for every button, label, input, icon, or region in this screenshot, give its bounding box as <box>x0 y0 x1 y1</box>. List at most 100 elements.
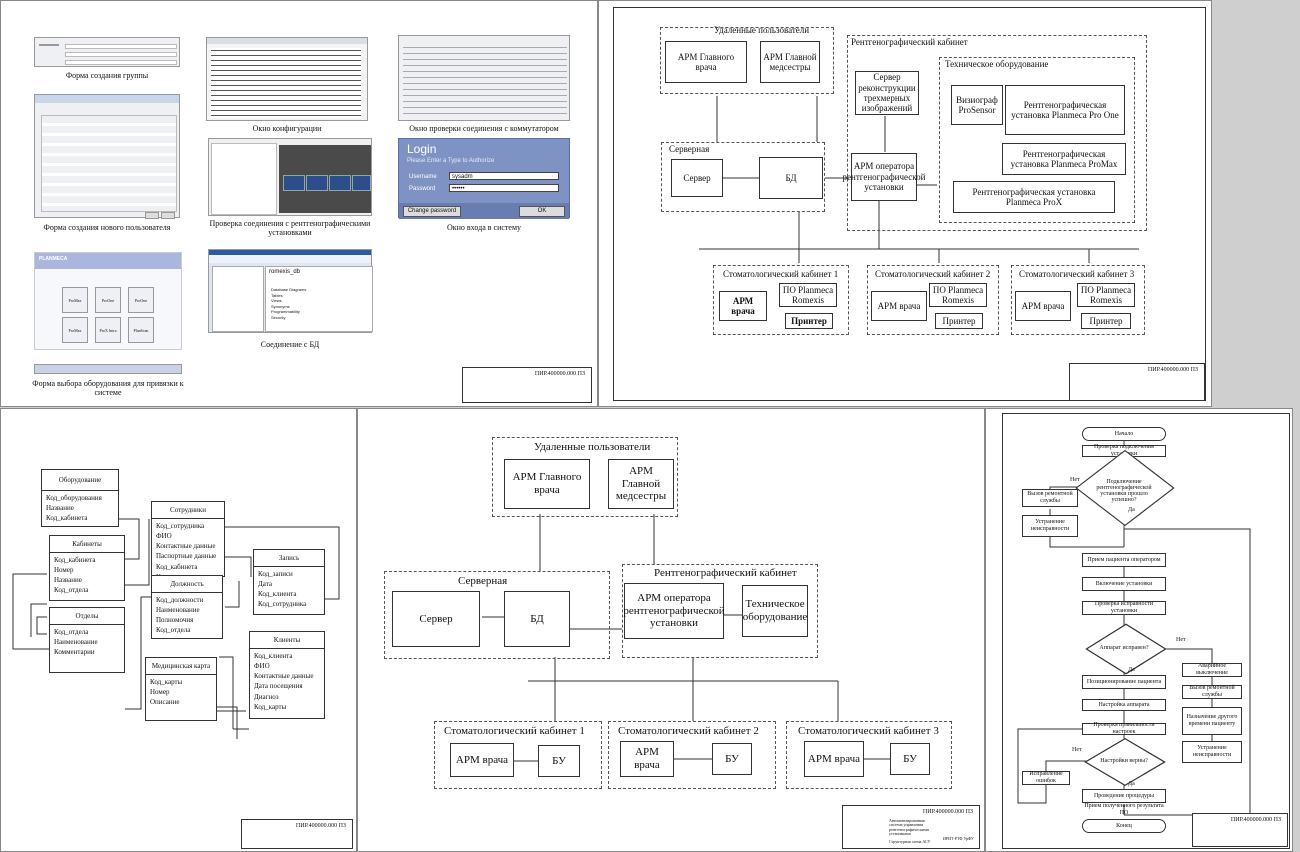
equipment-tile-4[interactable]: ProMax <box>62 317 88 343</box>
group-form-screenshot <box>34 37 180 67</box>
cabinet-2-group <box>608 721 776 789</box>
cabinet-1-printer: Принтер <box>785 313 833 329</box>
visiograph-node: Визиограф ProSensor <box>951 85 1003 125</box>
cabinet-1-arm: АРМ врача <box>719 291 767 321</box>
equipment-tile-5[interactable]: ProX Intra <box>95 317 121 343</box>
cabinet-3-arm: АРМ врача <box>804 741 864 777</box>
equipment-tile-2[interactable]: ProOne <box>95 287 121 313</box>
username-input[interactable]: sysadm <box>449 172 559 180</box>
cabinet-1-software: ПО Planmeca Romexis <box>779 283 837 307</box>
server-node: Сервер <box>392 591 480 647</box>
password-input[interactable]: •••••• <box>449 184 559 192</box>
db-folder[interactable]: Synonyms <box>271 303 290 309</box>
entity-field: Номер <box>54 566 74 575</box>
tech-equipment-group <box>939 57 1135 223</box>
arm-chief-nurse-node: АРМ Главной медсестры <box>608 459 674 509</box>
entity-equipment: Оборудование Код_оборудования Название К… <box>41 469 119 527</box>
tech-equipment-label: Техническое оборудование <box>945 59 1049 69</box>
title-block-code: ПИР.400000.000 ПЗ <box>1147 367 1198 373</box>
entity-departments: Отделы Код_отдела Наименование Комментар… <box>49 607 125 673</box>
entity-field: Диагноз <box>254 692 279 701</box>
cabinet-3-bu: БУ <box>890 743 930 775</box>
entity-employees: Сотрудники Код_сотрудника ФИО Контактные… <box>151 501 225 581</box>
config-window-screenshot <box>206 37 368 121</box>
entity-field: Название <box>54 576 82 585</box>
arm-operator-node: АРМ оператора рентгенографической устано… <box>623 583 725 639</box>
db-folder[interactable]: Programmability <box>271 309 300 314</box>
cabinet-2-title: Стоматологический кабинет 2 <box>875 269 991 279</box>
flow-set-apparatus: Настройка аппарата <box>1082 699 1166 711</box>
caption-group-form: Форма создания группы <box>65 71 149 80</box>
flow-start: Начало <box>1082 427 1166 441</box>
label-yes: Да <box>1128 667 1135 673</box>
entity-field: Код_записи <box>258 570 293 578</box>
cabinet-1-title: Стоматологический кабинет 1 <box>444 725 585 737</box>
server-room-label: Серверная <box>669 144 710 154</box>
remote-users-group <box>492 437 678 517</box>
db-folder[interactable]: Security <box>271 314 286 320</box>
equipment-tile-1[interactable]: ProMax <box>62 287 88 313</box>
entity-field: Код_отдела <box>54 628 89 636</box>
entity-field: Контактные данные <box>156 542 216 551</box>
ok-button[interactable]: OK <box>519 206 565 217</box>
db-folder[interactable]: Views <box>271 298 282 303</box>
entity-field: Код_оборудования <box>46 494 102 502</box>
entity-cabinets: Кабинеты Код_кабинета Номер Название Код… <box>49 535 125 601</box>
cabinet-3-title: Стоматологический кабинет 3 <box>798 725 939 737</box>
connector-lines <box>482 514 890 762</box>
entity-field: Код_сотрудника <box>258 600 307 609</box>
entity-title: Отделы <box>50 608 124 625</box>
flow-call-repair: Вызов ремонтной службы <box>1022 489 1078 507</box>
cabinet-3-software: ПО Planmeca Romexis <box>1077 283 1135 307</box>
flow-turn-on: Включение установки <box>1082 577 1166 591</box>
entity-field: Код_отдела <box>156 626 191 635</box>
caption-config-window: Окно конфигурации <box>252 124 322 133</box>
recon-server-node: Сервер реконструкции трехмерных изображе… <box>855 71 919 115</box>
xray-office-group <box>847 35 1147 231</box>
title-block: ПИР.400000.000 ПЗ <box>1192 813 1288 847</box>
db-node: БД <box>504 591 570 647</box>
equipment-tile-6[interactable]: PlanScan <box>128 317 154 343</box>
switch-check-screenshot <box>398 35 570 121</box>
entity-field: Наименование <box>156 606 200 615</box>
entity-title: Запись <box>254 550 324 567</box>
password-label: Password <box>409 186 436 192</box>
remote-users-label: Удаленные пользователи <box>714 25 810 35</box>
cabinet-2-group <box>867 265 999 335</box>
title-block: ПИР.400000.000 ПЗ <box>462 367 592 403</box>
cabinet-1-group <box>434 721 602 789</box>
db-folder[interactable]: Tables <box>271 292 283 298</box>
flow-accept-patient: Прием пациента оператором <box>1082 553 1166 567</box>
entity-field: Код_карты <box>150 678 183 686</box>
caption-xray-check: Проверка соединения с рентгенографически… <box>209 219 371 237</box>
cabinet-1-arm: АРМ врача <box>450 743 514 777</box>
cabinet-3-group <box>1011 265 1145 335</box>
caption-user-form: Форма создания нового пользователя <box>43 223 171 232</box>
server-node: Сервер <box>671 159 723 197</box>
caption-login-window: Окно входа в систему <box>446 223 522 232</box>
entity-title: Оборудование <box>42 470 118 491</box>
entity-field: Код_клиента <box>258 590 297 599</box>
cabinet-2-arm: АРМ врача <box>620 741 674 777</box>
cabinet-1-title: Стоматологический кабинет 1 <box>723 269 839 279</box>
caption-equipment-choice: Форма выбора оборудования для привязки к… <box>32 379 184 397</box>
planmeca-brand: PLANMECA <box>39 256 68 262</box>
login-window-screenshot: Login Please Enter a Type to Authorize U… <box>398 138 570 219</box>
entity-field: Код_карты <box>254 702 287 711</box>
db-node: БД <box>759 157 823 199</box>
db-folder[interactable]: Database Diagrams <box>271 287 307 292</box>
equipment-tile-3[interactable]: ProOne <box>128 287 154 313</box>
server-room-group <box>384 571 610 659</box>
login-title: Login <box>407 142 437 156</box>
title-block-code: ПИР.400000.000 ПЗ <box>922 809 973 815</box>
caption-switch-check: Окно проверки соединения с коммутатором <box>409 124 559 133</box>
arm-chief-doctor-node: АРМ Главного врача <box>665 41 747 83</box>
entity-field: Полномочия <box>156 616 194 625</box>
cabinet-1-group <box>713 265 849 335</box>
entity-field: Комментарии <box>54 648 95 657</box>
cabinet-3-printer: Принтер <box>1081 313 1131 329</box>
change-password-button[interactable]: Change password <box>403 206 461 217</box>
pro-x-node: Рентгенографическая установка Planmeca P… <box>953 181 1115 213</box>
flow-position-patient: Позиционирование пациента <box>1082 675 1166 689</box>
db-window-screenshot: romexis_db Database Diagrams Tables View… <box>208 249 373 333</box>
